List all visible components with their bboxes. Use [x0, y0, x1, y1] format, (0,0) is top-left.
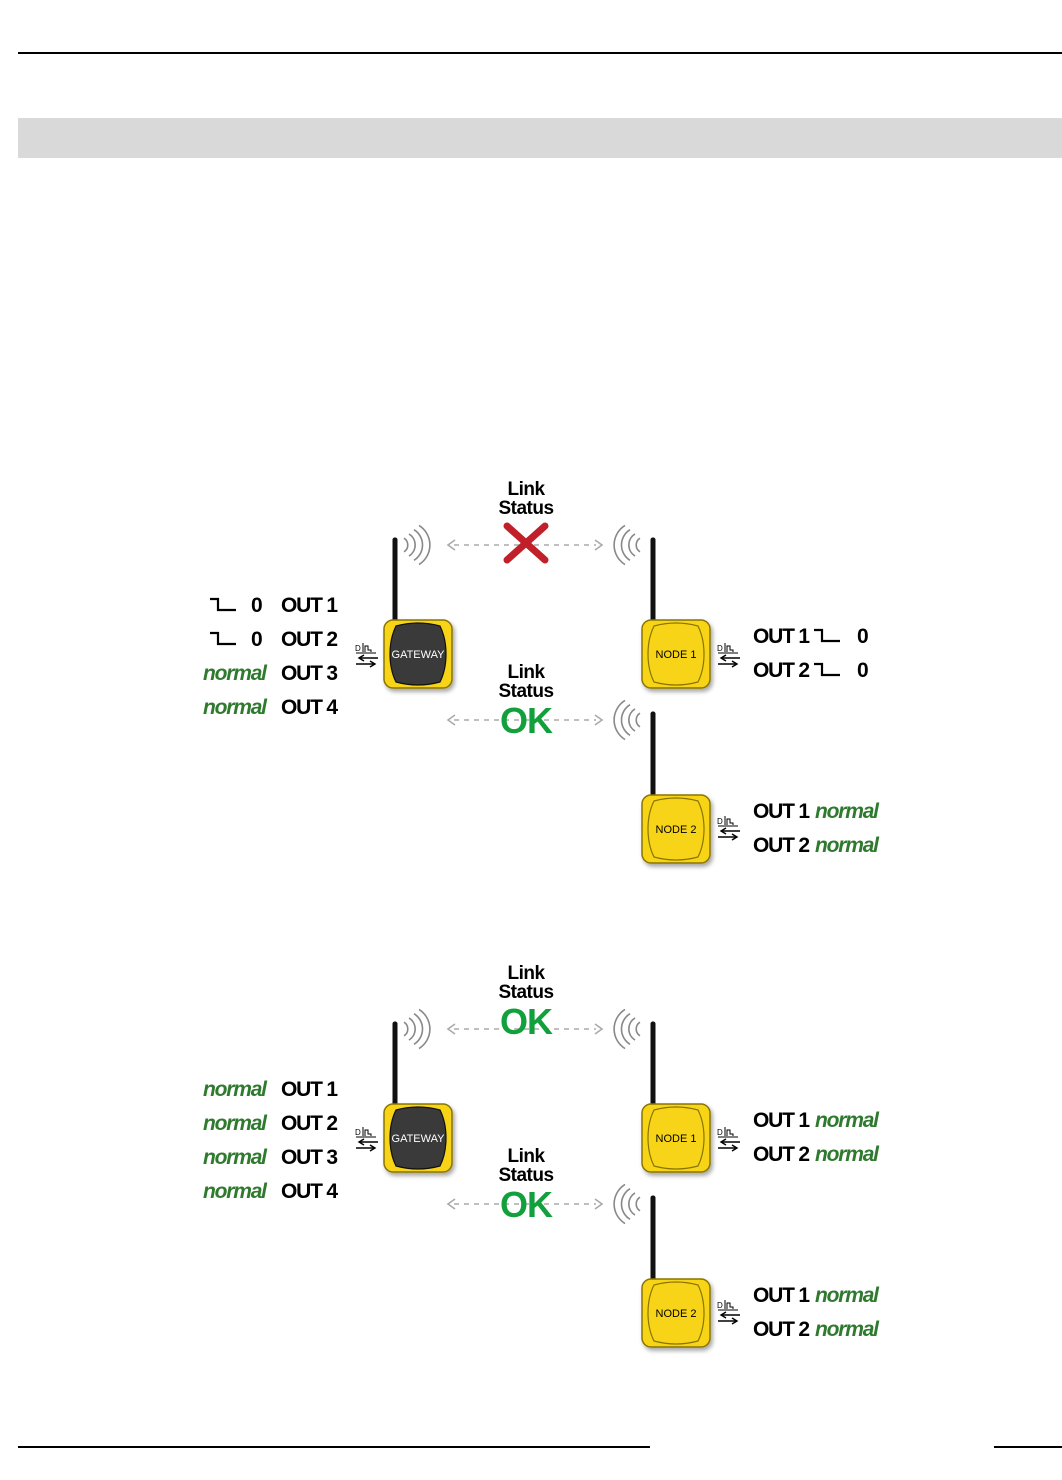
data-io-icon: D	[355, 643, 378, 668]
link-status-label-line2: Status	[498, 498, 554, 519]
gateway-antenna	[392, 537, 398, 631]
output-label: OUT 2	[753, 834, 810, 857]
data-io-icon: D	[717, 1300, 740, 1325]
radio-wave-icon	[403, 524, 431, 566]
output-value: normal	[815, 1143, 879, 1166]
output-value: normal	[203, 662, 267, 685]
output-value: normal	[815, 1318, 879, 1341]
node-device: NODE 2	[641, 794, 711, 864]
x-mark-icon	[503, 522, 549, 564]
node-device: NODE 1	[641, 619, 711, 689]
radio-wave-icon	[613, 524, 641, 566]
data-io-icon: D	[717, 816, 740, 841]
svg-text:D: D	[717, 644, 723, 653]
radio-wave-icon	[613, 699, 641, 741]
svg-text:D: D	[717, 1128, 723, 1137]
link-status-ok: OK	[500, 1184, 553, 1225]
radio-wave-icon	[613, 1008, 641, 1050]
data-io-icon: D	[717, 643, 740, 668]
svg-text:D: D	[717, 817, 723, 826]
output-value: 0	[857, 659, 869, 682]
link-status-label-line2: Status	[498, 982, 554, 1003]
link-status-ok: OK	[500, 700, 553, 741]
device-name: GATEWAY	[392, 1133, 446, 1145]
data-io-icon: D	[717, 1127, 740, 1152]
node-device: NODE 2	[641, 1278, 711, 1348]
output-label: OUT 1	[753, 800, 810, 823]
device-name: NODE 2	[656, 824, 697, 836]
node2-antenna	[650, 711, 656, 813]
output-label: OUT 3	[281, 662, 338, 685]
output-label: OUT 1	[753, 625, 810, 648]
output-label: OUT 1	[753, 1109, 810, 1132]
gateway-antenna	[392, 1021, 398, 1115]
output-value: normal	[203, 1078, 267, 1101]
output-value: normal	[815, 1284, 879, 1307]
gateway-device: GATEWAY	[383, 619, 453, 689]
output-label: OUT 1	[281, 1078, 338, 1101]
link-arrow	[446, 1023, 604, 1035]
node2-antenna	[650, 1195, 656, 1297]
link-status-label-line2: Status	[498, 1165, 554, 1186]
header-rule	[18, 52, 1062, 54]
output-value: normal	[815, 1109, 879, 1132]
link-status-label-line1: Link	[507, 1146, 545, 1167]
device-name: NODE 2	[656, 1308, 697, 1320]
link-status-label-line1: Link	[507, 963, 545, 984]
device-name: NODE 1	[656, 649, 697, 661]
device-name: GATEWAY	[392, 649, 446, 661]
device-name: NODE 1	[656, 1133, 697, 1145]
footer-rule-left	[18, 1446, 650, 1448]
output-label: OUT 2	[753, 1143, 810, 1166]
falling-edge-icon	[814, 628, 840, 643]
output-label: OUT 1	[753, 1284, 810, 1307]
output-label: OUT 2	[281, 1112, 338, 1135]
falling-edge-icon	[210, 631, 236, 646]
section-header-bar	[18, 118, 1062, 158]
falling-edge-icon	[814, 662, 840, 677]
link-status-label-line2: Status	[498, 681, 554, 702]
gateway-device: GATEWAY	[383, 1103, 453, 1173]
output-value: 0	[251, 594, 263, 617]
output-label: OUT 2	[753, 659, 810, 682]
output-value: 0	[857, 625, 869, 648]
output-label: OUT 3	[281, 1146, 338, 1169]
output-value: normal	[203, 1112, 267, 1135]
svg-text:D: D	[355, 1128, 361, 1137]
footer-rule-right	[994, 1446, 1062, 1448]
output-value: normal	[203, 1180, 267, 1203]
falling-edge-icon	[210, 597, 236, 612]
output-label: OUT 2	[753, 1318, 810, 1341]
link-arrow	[446, 714, 604, 726]
output-value: normal	[203, 696, 267, 719]
radio-wave-icon	[613, 1183, 641, 1225]
output-value: 0	[251, 628, 263, 651]
output-value: normal	[203, 1146, 267, 1169]
link-arrow	[446, 1198, 604, 1210]
link-status-label-line1: Link	[507, 479, 545, 500]
output-label: OUT 1	[281, 594, 338, 617]
svg-text:D: D	[717, 1301, 723, 1310]
radio-wave-icon	[403, 1008, 431, 1050]
output-value: normal	[815, 800, 879, 823]
output-value: normal	[815, 834, 879, 857]
output-label: OUT 4	[281, 1180, 338, 1203]
link-status-label-line1: Link	[507, 662, 545, 683]
data-io-icon: D	[355, 1127, 378, 1152]
svg-text:D: D	[355, 644, 361, 653]
output-label: OUT 2	[281, 628, 338, 651]
link-status-ok: OK	[500, 1001, 553, 1042]
node-device: NODE 1	[641, 1103, 711, 1173]
output-label: OUT 4	[281, 696, 338, 719]
